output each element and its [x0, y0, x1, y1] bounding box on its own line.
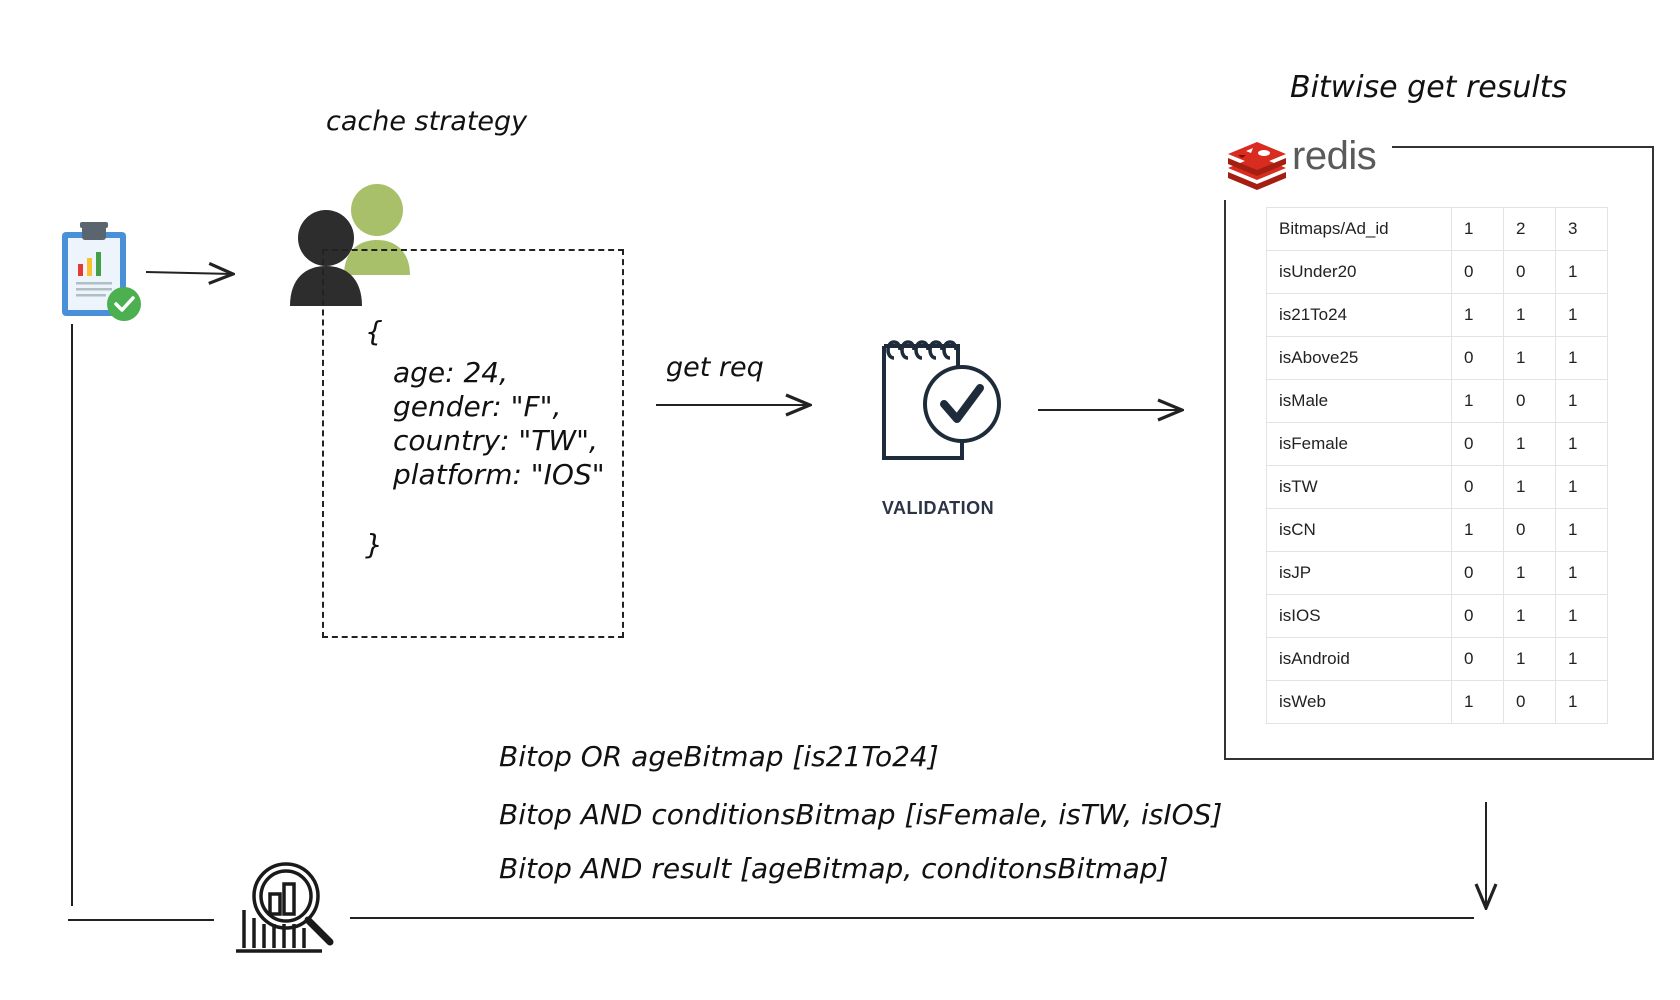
json-open-brace: { — [365, 315, 383, 348]
command-and-conditions: Bitop AND conditionsBitmap [isFemale, is… — [499, 798, 1223, 831]
table-cell: 1 — [1555, 250, 1608, 294]
table-row-label: isMale — [1266, 379, 1452, 423]
table-cell: 1 — [1555, 422, 1608, 466]
validation-label: VALIDATION — [881, 498, 995, 518]
table-row-label: isWeb — [1266, 680, 1452, 724]
table-cell: 1 — [1451, 508, 1504, 552]
payload-line-gender: gender: "F", — [393, 390, 562, 423]
table-cell: 0 — [1451, 422, 1504, 466]
table-cell: 1 — [1555, 680, 1608, 724]
table-row-label: isAndroid — [1266, 637, 1452, 681]
table-cell: 2 — [1503, 207, 1556, 251]
json-close-brace: } — [365, 528, 383, 561]
table-cell: 1 — [1503, 637, 1556, 681]
command-or-age: Bitop OR ageBitmap [is21To24] — [499, 740, 939, 773]
table-cell: 1 — [1503, 594, 1556, 638]
table-row-label: isTW — [1266, 465, 1452, 509]
table-row-label: Bitmaps/Ad_id — [1266, 207, 1452, 251]
table-cell: 0 — [1451, 594, 1504, 638]
table-row-label: isFemale — [1266, 422, 1452, 466]
table-row-label: is21To24 — [1266, 293, 1452, 337]
table-cell: 1 — [1555, 637, 1608, 681]
redis-logo-icon — [1228, 142, 1286, 190]
table-cell: 1 — [1503, 336, 1556, 380]
users-icon — [290, 184, 410, 306]
table-row-label: isJP — [1266, 551, 1452, 595]
request-payload-box — [322, 249, 624, 638]
table-row-label: isCN — [1266, 508, 1452, 552]
table-cell: 1 — [1555, 465, 1608, 509]
clipboard-report-icon — [62, 222, 141, 321]
redis-frame-top — [1392, 146, 1654, 148]
redis-frame-right — [1652, 146, 1654, 760]
analytics-search-icon — [236, 862, 334, 953]
table-cell: 1 — [1503, 465, 1556, 509]
table-cell: 1 — [1451, 207, 1504, 251]
table-cell: 1 — [1555, 336, 1608, 380]
table-cell: 0 — [1503, 250, 1556, 294]
table-row-label: isIOS — [1266, 594, 1452, 638]
table-cell: 1 — [1555, 594, 1608, 638]
table-cell: 1 — [1555, 508, 1608, 552]
payload-line-country: country: "TW", — [393, 424, 598, 457]
bitwise-results-title: Bitwise get results — [1290, 70, 1568, 105]
table-cell: 1 — [1451, 680, 1504, 724]
payload-line-platform: platform: "IOS" — [393, 458, 605, 491]
table-cell: 1 — [1451, 379, 1504, 423]
payload-line-age: age: 24, — [393, 356, 509, 389]
table-cell: 0 — [1503, 680, 1556, 724]
table-cell: 0 — [1451, 250, 1504, 294]
table-cell: 0 — [1503, 508, 1556, 552]
validation-notepad-icon — [882, 340, 1001, 460]
table-cell: 0 — [1451, 336, 1504, 380]
table-cell: 1 — [1503, 422, 1556, 466]
table-cell: 1 — [1555, 379, 1608, 423]
table-cell: 1 — [1555, 551, 1608, 595]
table-cell: 1 — [1503, 551, 1556, 595]
table-cell: 0 — [1451, 551, 1504, 595]
table-cell: 0 — [1503, 379, 1556, 423]
table-cell: 0 — [1451, 465, 1504, 509]
table-cell: 1 — [1555, 293, 1608, 337]
arrow-report-to-users — [145, 272, 233, 274]
redis-frame-left — [1224, 200, 1226, 760]
table-cell: 0 — [1451, 637, 1504, 681]
table-row-label: isAbove25 — [1266, 336, 1452, 380]
redis-frame-bottom — [1224, 758, 1654, 760]
redis-logo-text: redis — [1292, 134, 1377, 178]
table-cell: 3 — [1555, 207, 1608, 251]
table-row-label: isUnder20 — [1266, 250, 1452, 294]
table-cell: 1 — [1503, 293, 1556, 337]
command-and-result: Bitop AND result [ageBitmap, conditonsBi… — [499, 852, 1169, 885]
table-cell: 1 — [1451, 293, 1504, 337]
cache-strategy-title: cache strategy — [326, 106, 528, 137]
get-req-label: get req — [666, 352, 764, 383]
